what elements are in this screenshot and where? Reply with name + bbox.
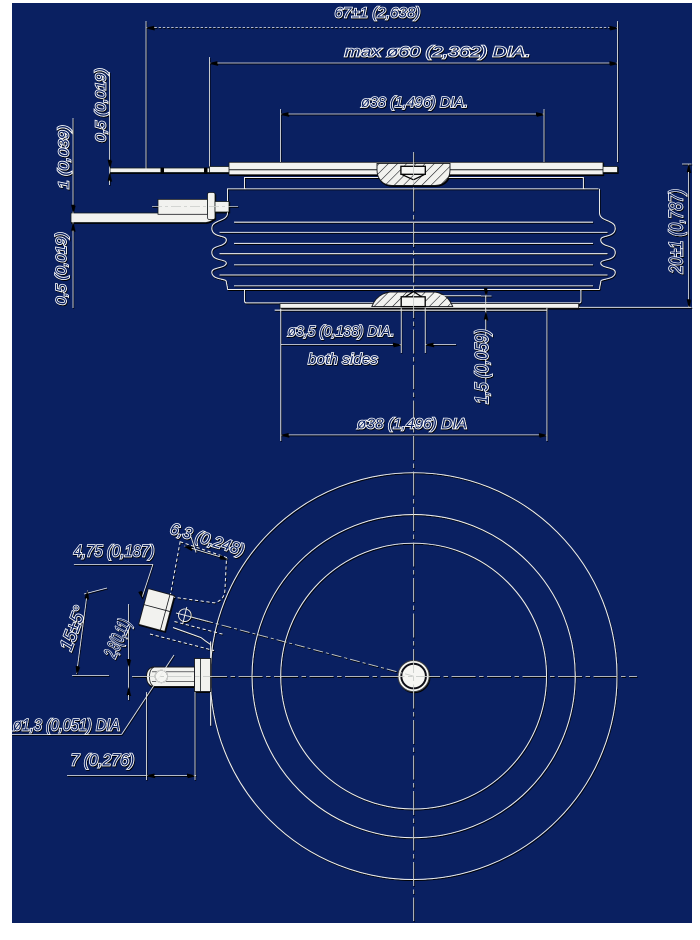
svg-text:67±1 (2,638): 67±1 (2,638) <box>335 5 421 22</box>
svg-text:0,5 (0,019): 0,5 (0,019) <box>93 68 110 142</box>
svg-text:1 (0,039): 1 (0,039) <box>56 125 73 189</box>
svg-text:ø38 (1,496) DIA: ø38 (1,496) DIA <box>357 416 467 433</box>
svg-text:ø3,5 (0,138) DIA.: ø3,5 (0,138) DIA. <box>288 323 395 340</box>
svg-text:7 (0,276): 7 (0,276) <box>71 752 135 770</box>
svg-text:max ø60 (2,362) DIA.: max ø60 (2,362) DIA. <box>345 44 531 61</box>
svg-text:1,5 (0,059): 1,5 (0,059) <box>471 329 492 404</box>
svg-text:ø1,3 (0,051) DIA: ø1,3 (0,051) DIA <box>13 717 120 735</box>
svg-text:4,75 (0,187): 4,75 (0,187) <box>74 543 155 561</box>
svg-text:20±1 (0,787): 20±1 (0,787) <box>667 189 688 274</box>
svg-text:0,5 (0,019): 0,5 (0,019) <box>53 232 70 305</box>
svg-text:both sides: both sides <box>308 351 378 368</box>
svg-text:ø38 (1,496) DIA.: ø38 (1,496) DIA. <box>361 94 468 111</box>
